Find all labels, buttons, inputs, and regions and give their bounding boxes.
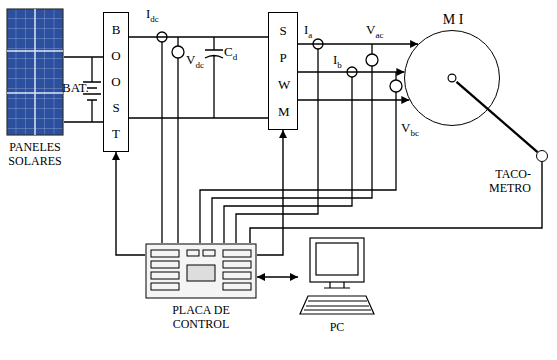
pc-label: PC bbox=[317, 320, 357, 334]
solar-panel: PANELES SOLARES bbox=[6, 8, 64, 136]
signal-name: Ib bbox=[333, 52, 342, 73]
connector-wire bbox=[250, 162, 542, 243]
connector-wire bbox=[298, 43, 418, 44]
spwm-inverter-box: S P W M bbox=[268, 12, 298, 130]
board-label: PLACA DE CONTROL bbox=[156, 303, 246, 331]
connector-wire bbox=[298, 71, 404, 72]
connector-wire bbox=[257, 130, 283, 255]
connector-wire bbox=[116, 152, 145, 255]
signal-wire bbox=[177, 37, 178, 243]
voltage-sensor bbox=[390, 80, 402, 92]
signal-name: Vbc bbox=[401, 120, 419, 141]
capacitor-symbol bbox=[205, 37, 223, 118]
box-text: S P W M bbox=[278, 17, 288, 125]
pc-art bbox=[298, 236, 376, 316]
tachometer-label: TACO- METRO bbox=[481, 167, 531, 195]
control-board: PLACA DE CONTROL bbox=[145, 243, 257, 299]
boost-converter-box: B O O S T bbox=[103, 12, 129, 152]
solar-panel-art bbox=[6, 8, 64, 136]
signal-wire bbox=[161, 42, 162, 243]
motor-art bbox=[405, 31, 499, 125]
voltage-sensor bbox=[172, 46, 184, 58]
signal-name: Vac bbox=[366, 22, 383, 43]
motor-shaft bbox=[457, 82, 538, 152]
pc-computer: PC bbox=[298, 236, 376, 316]
battery-label: BAT. bbox=[62, 80, 89, 95]
motor-label: M I bbox=[433, 13, 473, 27]
panel-label: PANELES SOLARES bbox=[4, 140, 66, 168]
tachometer: TACO- METRO bbox=[536, 150, 548, 162]
signal-wire bbox=[200, 72, 396, 243]
signal-name: Ia bbox=[304, 22, 312, 43]
connector-wire bbox=[298, 99, 409, 100]
part-name: Cd bbox=[224, 44, 237, 65]
voltage-sensor bbox=[366, 54, 378, 66]
signal-name: Vdc bbox=[186, 52, 204, 73]
control-board-art bbox=[145, 243, 257, 299]
signal-name: Idc bbox=[146, 6, 159, 27]
connector-wire bbox=[257, 276, 298, 277]
induction-motor: M I bbox=[404, 30, 500, 126]
box-text: B O O S T bbox=[111, 17, 121, 147]
connector-wire bbox=[129, 37, 268, 118]
